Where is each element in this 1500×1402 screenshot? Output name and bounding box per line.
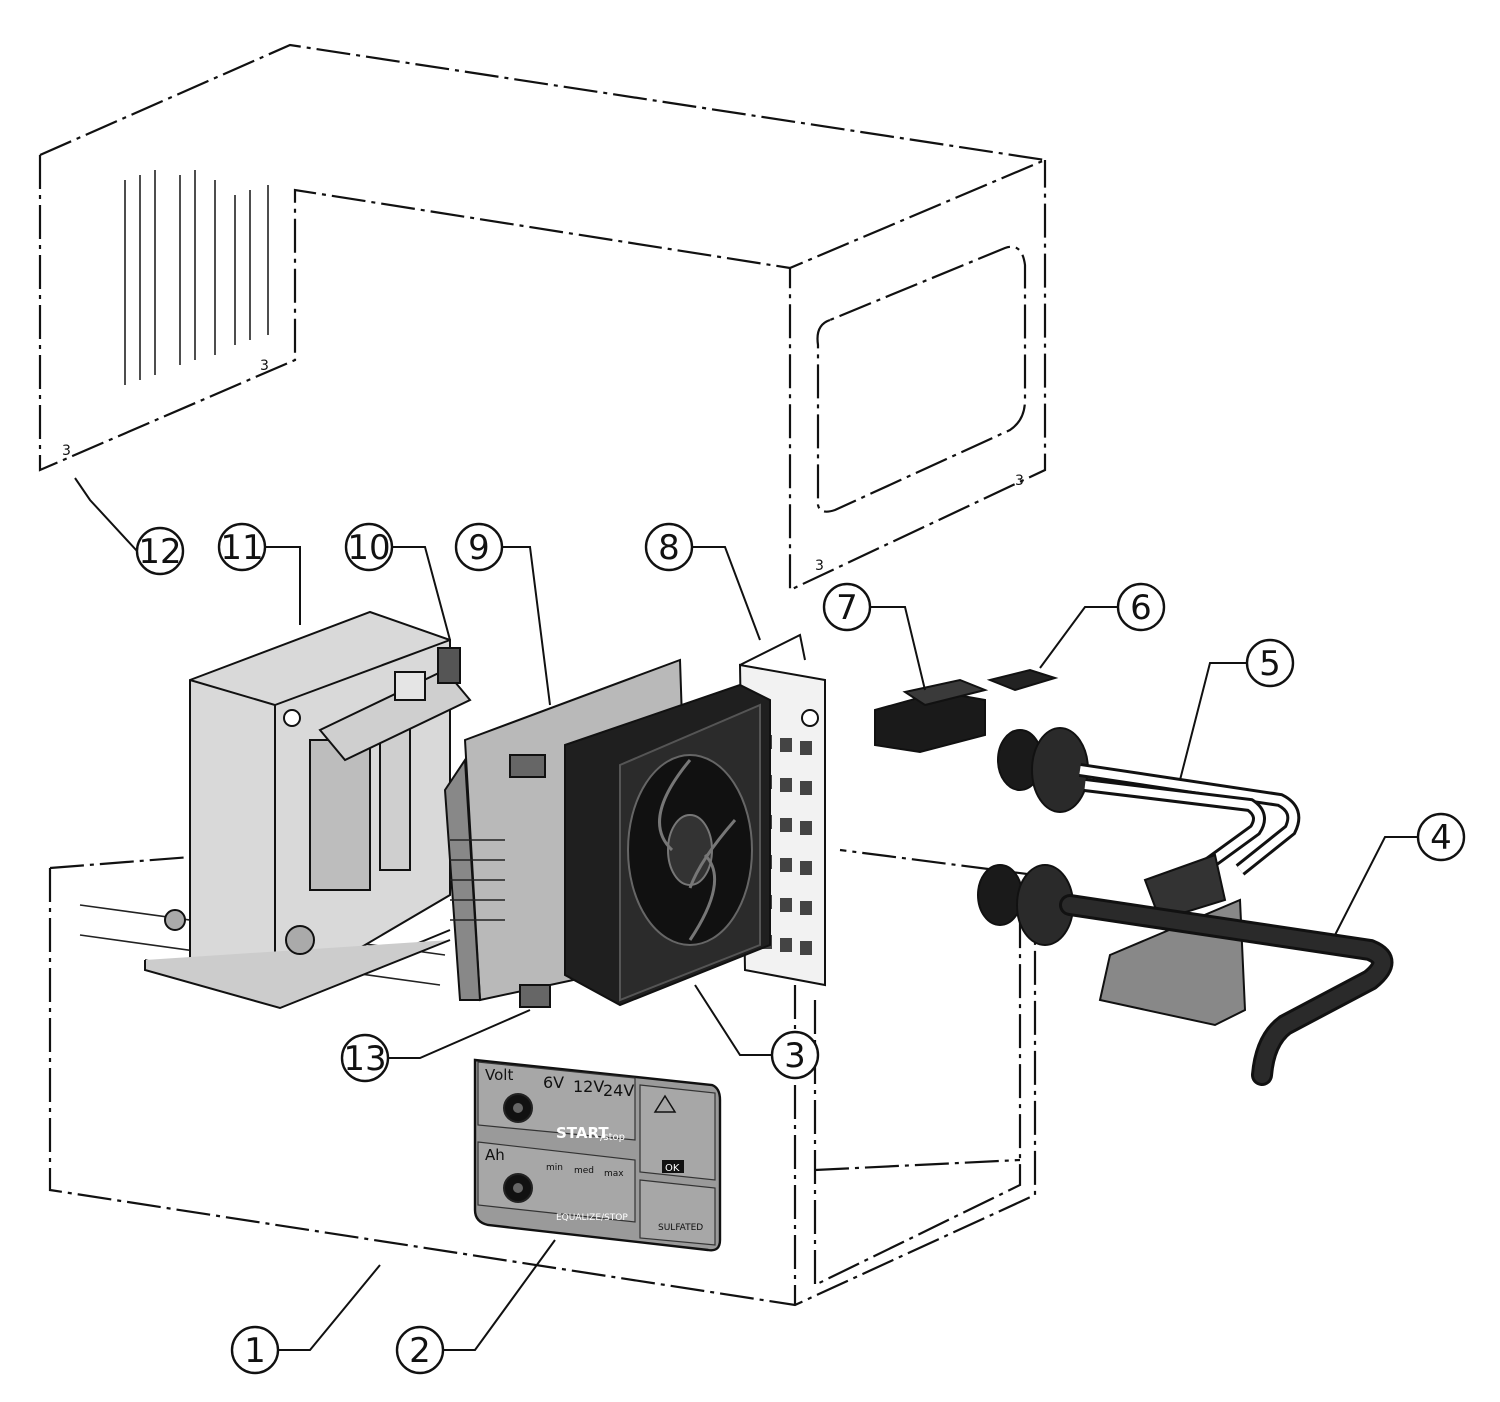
- panel-ah-max: max: [604, 1169, 624, 1179]
- callout-8: 8: [644, 522, 694, 572]
- callout-2-label: 2: [409, 1331, 431, 1371]
- panel-start-sub: /stop: [600, 1132, 625, 1143]
- panel-12v-label: 12V: [573, 1077, 604, 1096]
- callout-12-label: 12: [138, 532, 181, 572]
- callout-7-label: 7: [836, 588, 858, 628]
- callout-9: 9: [454, 522, 504, 572]
- power-switch: [874, 678, 989, 754]
- warning-icon: [653, 1094, 677, 1113]
- relay-board: [318, 647, 472, 762]
- screw-mark: 3: [260, 358, 269, 374]
- top-cover: 3 3 3 3: [38, 43, 1050, 592]
- callout-10: 10: [344, 522, 394, 572]
- panel-volt-label: Volt: [485, 1066, 513, 1084]
- panel-equalize-label: EQUALIZE/STOP: [556, 1213, 628, 1223]
- callout-6-label: 6: [1130, 588, 1152, 628]
- panel-start-label: START: [556, 1124, 609, 1142]
- callout-11-label: 11: [220, 528, 263, 568]
- callout-5: 5: [1245, 638, 1295, 688]
- callout-12: 12: [135, 526, 185, 576]
- panel-ok-box: [662, 1160, 684, 1173]
- callout-11: 11: [217, 522, 267, 572]
- callout-13-label: 13: [343, 1039, 386, 1079]
- callout-3-label: 3: [784, 1036, 806, 1076]
- fuse: [986, 668, 1059, 692]
- callout-9-label: 9: [468, 528, 490, 568]
- screw-mark: 3: [815, 558, 824, 574]
- callout-13: 13: [340, 1033, 390, 1083]
- panel-ah-label: Ah: [485, 1146, 505, 1164]
- cooling-fan: [564, 683, 771, 1007]
- callout-3: 3: [770, 1030, 820, 1080]
- mains-cable: [1059, 894, 1394, 1086]
- callout-1-label: 1: [244, 1331, 266, 1371]
- panel-ah-med: med: [574, 1166, 594, 1176]
- panel-ok-label: OK: [665, 1163, 680, 1174]
- panel-24v-label: 24V: [603, 1081, 634, 1100]
- control-panel: Volt 6V 12V 24V START /stop Ah min med m…: [473, 1058, 722, 1252]
- output-cables: [977, 727, 1301, 1027]
- panel-6v-label: 6V: [543, 1073, 564, 1092]
- callout-4: 4: [1416, 812, 1466, 862]
- callout-1: 1: [230, 1325, 280, 1375]
- callout-10-label: 10: [347, 528, 390, 568]
- callout-2: 2: [395, 1325, 445, 1375]
- screw-mark: 3: [1015, 473, 1024, 489]
- callout-5-label: 5: [1259, 644, 1281, 684]
- callout-8-label: 8: [658, 528, 680, 568]
- leader-lines: [74, 477, 1418, 1351]
- callout-7: 7: [822, 582, 872, 632]
- panel-sulfated-label: SULFATED: [658, 1223, 703, 1233]
- callout-6: 6: [1116, 582, 1166, 632]
- screw-mark: 3: [62, 443, 71, 459]
- callout-4-label: 4: [1430, 818, 1452, 858]
- panel-ah-min: min: [546, 1163, 563, 1173]
